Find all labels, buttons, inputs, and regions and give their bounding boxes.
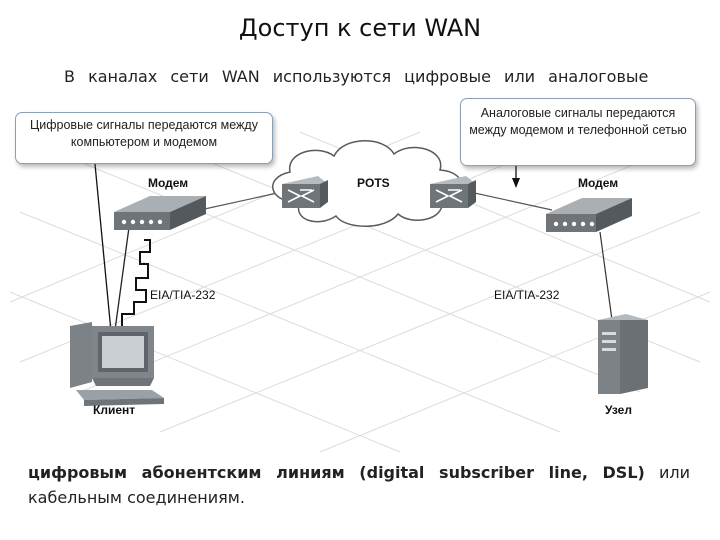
phone-line-left (199, 191, 283, 211)
switch-left-icon (282, 176, 328, 208)
modem-left-label: Модем (148, 176, 189, 190)
network-diagram: Цифровые сигналы передаются между компью… (0, 92, 720, 460)
diagram-canvas (9, 131, 711, 453)
serial-cable-right (599, 231, 613, 321)
background-grid (9, 131, 711, 453)
callout-digital-signals: Цифровые сигналы передаются между компью… (15, 112, 273, 164)
body-text-top: В каналах сети WAN используются цифровые… (64, 67, 649, 86)
host-label: Узел (605, 403, 632, 417)
slide-title: Доступ к сети WAN (238, 14, 482, 42)
host-server-icon (598, 314, 648, 394)
client-computer-icon (70, 322, 164, 406)
pots-label: POTS (357, 176, 390, 190)
body-text-bold: цифровым абонентским линиям (digital sub… (28, 463, 645, 482)
switch-right-icon (430, 176, 476, 208)
body-text-bottom-line1: цифровым абонентским линиям (digital sub… (28, 463, 690, 482)
body-text-plain: или (644, 463, 691, 482)
callout-left-pointer (94, 163, 113, 343)
callout-right-arrowhead (512, 178, 520, 188)
body-text-bottom-line2: кабельным соединениям. (28, 488, 245, 507)
eia-right-label: EIA/TIA-232 (494, 288, 560, 302)
modem-left-icon (114, 196, 206, 230)
modem-right-label: Модем (578, 176, 619, 190)
modem-right-icon (546, 198, 632, 232)
digital-signal-wave (110, 239, 151, 328)
phone-line-right (469, 191, 553, 211)
client-label: Клиент (93, 403, 136, 417)
callout-analog-signals: Аналоговые сигналы передаются между моде… (460, 98, 696, 166)
eia-left-label: EIA/TIA-232 (150, 288, 216, 302)
